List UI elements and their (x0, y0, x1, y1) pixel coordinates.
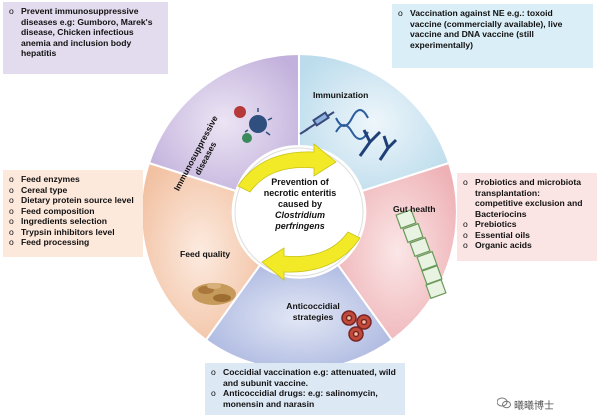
center-title: Prevention of necrotic enteritis caused … (253, 177, 347, 232)
list-item: Dietary protein source level (9, 195, 135, 206)
antibody-icon (358, 129, 398, 161)
list-item: Feed composition (9, 206, 135, 217)
center-title-line: Prevention of necrotic enteritis caused … (263, 177, 337, 209)
segment-immunosuppressive (147, 52, 300, 193)
intestine-icon (395, 208, 447, 300)
coccidial-info-box: Coccidial vaccination e.g: attenuated, w… (205, 363, 405, 415)
immunosuppressive-info-box: Prevent immunosuppressive diseases e.g: … (3, 2, 168, 74)
list-item: Trypsin inhibitors level (9, 227, 135, 238)
virus-icon (234, 106, 273, 143)
list-item: Feed enzymes (9, 174, 135, 185)
vaccination-info-box: Vaccination against NE e.g.: toxoid vacc… (392, 4, 593, 68)
list-item: Organic acids (463, 240, 589, 251)
segment-label-anticoccidial: Anticoccidial strategies (286, 301, 340, 322)
list-item: Coccidial vaccination e.g: attenuated, w… (211, 367, 397, 388)
center-circle (234, 147, 364, 277)
segment-label-immunization: Immunization (313, 90, 369, 100)
segment-label-gut-health: Gut health (393, 204, 436, 214)
oocysts-icon (341, 310, 372, 342)
list-item: Vaccination against NE e.g.: toxoid vacc… (398, 8, 585, 50)
segment-gut-health (336, 161, 458, 342)
gut-health-info-box: Probiotics and microbiota transplantatio… (457, 173, 597, 261)
feed-pellets-icon (192, 283, 236, 305)
syringe-icon (299, 111, 335, 135)
dna-icon (335, 109, 369, 140)
cycle-arrows-icon (237, 143, 361, 281)
segment-immunization (298, 52, 451, 193)
watermark-text: 曦曦博士 (514, 401, 554, 412)
chat-bubble-icon (497, 397, 511, 409)
segment-label-feed-quality: Feed quality (180, 249, 231, 259)
list-item: Essential oils (463, 230, 589, 241)
list-item: Prevent immunosuppressive diseases e.g: … (9, 6, 160, 59)
list-item: Feed processing (9, 237, 135, 248)
feed-info-box: Feed enzymes Cereal type Dietary protein… (3, 170, 143, 257)
center-title-organism: Clostridium perfringens (274, 210, 325, 231)
list-item: Probiotics and microbiota transplantatio… (463, 177, 589, 219)
list-item: Ingredients selection (9, 216, 135, 227)
list-item: Prebiotics (463, 219, 589, 230)
list-item: Anticoccidial drugs: e.g: salinomycin, m… (211, 388, 397, 409)
list-item: Cereal type (9, 185, 135, 196)
